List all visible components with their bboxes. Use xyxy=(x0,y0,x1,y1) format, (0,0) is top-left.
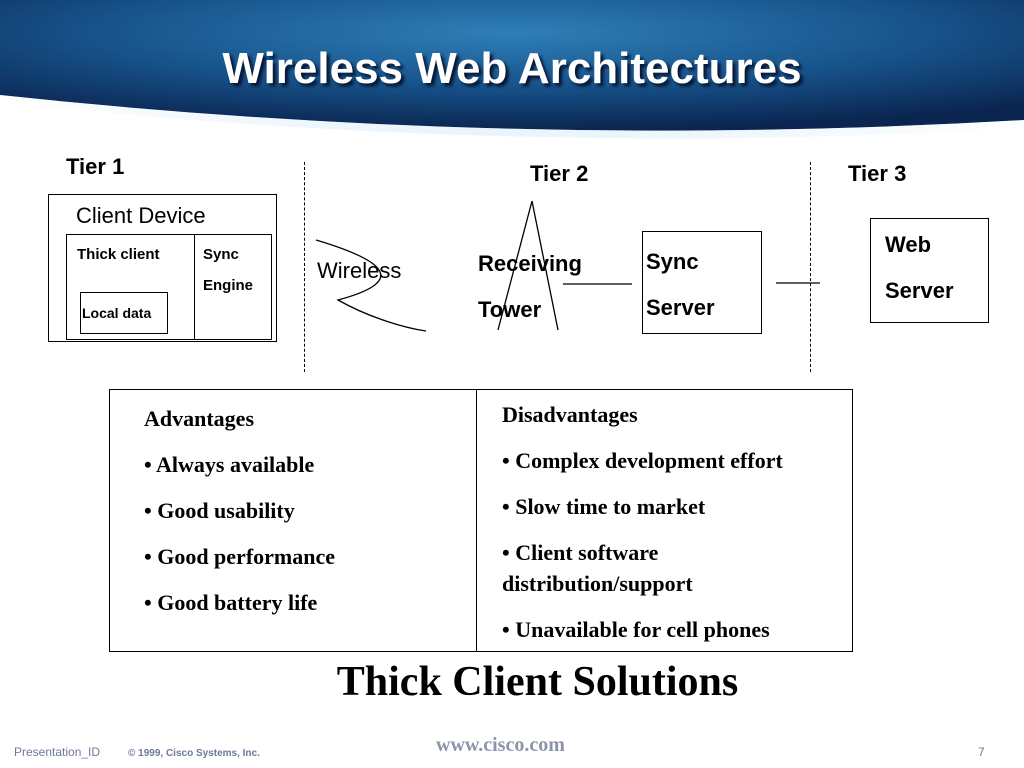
receiving-tower-label-line2: Tower xyxy=(478,297,542,322)
sync-server-label-line1: Sync xyxy=(646,249,699,274)
wireless-signal-icon xyxy=(315,239,427,332)
header-background xyxy=(0,0,1024,140)
client-device-label: Client Device xyxy=(76,203,206,228)
presentation-id: Presentation_ID xyxy=(14,745,101,759)
receiving-tower-label-line1: Receiving xyxy=(478,251,582,276)
website-link[interactable]: www.cisco.com xyxy=(436,734,565,756)
disadvantage-item: • Complex development effort xyxy=(502,448,783,473)
local-data-label: Local data xyxy=(82,305,152,321)
page-number: 7 xyxy=(978,745,985,759)
wireless-label: Wireless xyxy=(317,258,402,283)
pros-cons-table xyxy=(109,389,853,652)
advantage-item: • Good usability xyxy=(144,498,295,523)
pros-cons-divider xyxy=(476,389,477,652)
disadvantage-item: distribution/support xyxy=(502,571,693,596)
header-band xyxy=(0,0,1024,140)
web-server-box xyxy=(870,218,989,323)
tier-2-label: Tier 2 xyxy=(530,161,589,186)
slide-title: Wireless Web Architectures xyxy=(222,44,802,93)
client-device-box xyxy=(48,194,277,342)
disadvantage-item: • Slow time to market xyxy=(502,494,706,519)
sync-server-label-line2: Server xyxy=(646,295,715,320)
tower-icon xyxy=(497,200,559,331)
advantage-item: • Good battery life xyxy=(144,590,318,615)
sync-engine-label-line2: Engine xyxy=(203,277,254,294)
tier-separator-1 xyxy=(304,162,305,372)
disadvantage-item: • Client software xyxy=(502,540,659,565)
advantage-item: • Good performance xyxy=(144,544,335,569)
thick-client-label: Thick client xyxy=(77,246,160,263)
tier-separator-2 xyxy=(810,162,811,372)
sync-engine-box xyxy=(194,234,272,340)
local-data-box xyxy=(80,292,168,334)
disadvantages-heading: Disadvantages xyxy=(502,402,638,427)
web-server-label-line2: Server xyxy=(885,278,954,303)
sync-server-box xyxy=(642,231,762,334)
tier-1-label: Tier 1 xyxy=(66,154,125,179)
web-server-label-line1: Web xyxy=(885,232,932,257)
advantage-item: • Always available xyxy=(144,452,315,477)
disadvantage-item: • Unavailable for cell phones xyxy=(502,617,770,642)
tier-3-label: Tier 3 xyxy=(848,161,907,186)
slide-subtitle: Thick Client Solutions xyxy=(336,659,739,705)
sync-engine-label-line1: Sync xyxy=(203,246,239,263)
advantages-heading: Advantages xyxy=(144,406,255,431)
diagram-connectors xyxy=(315,200,820,332)
copyright-notice: © 1999, Cisco Systems, Inc. xyxy=(128,748,260,759)
